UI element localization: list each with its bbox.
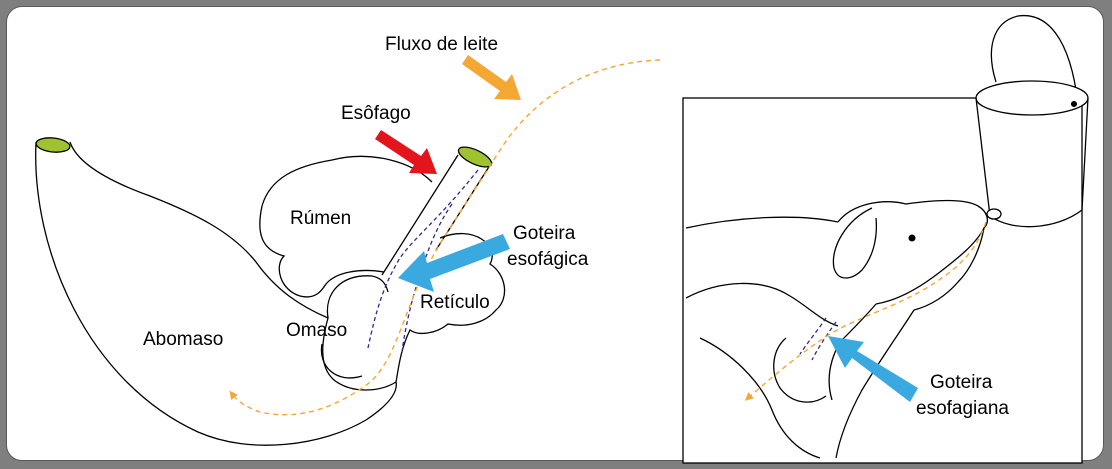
milk-flow-path [229, 59, 661, 416]
calf-groove-arrow [828, 336, 918, 402]
esophagus-arrow [375, 130, 437, 174]
calf-milk-path [744, 221, 987, 401]
bucket-nipple [986, 208, 1002, 220]
milk-flow-label: Fluxo de leite [385, 34, 498, 55]
calf-eye [908, 234, 916, 242]
esophagus-label: Esôfago [341, 103, 411, 124]
groove-label-line2: esofágica [507, 249, 589, 270]
calf-groove-label-line1: Goteira [930, 372, 993, 393]
abomasum-label: Abomaso [143, 329, 223, 350]
omasum-outline [320, 275, 389, 379]
abomasum-opening [35, 137, 71, 153]
abomasum-outline [35, 141, 397, 446]
omasum-label: Omaso [286, 320, 347, 341]
milk-bucket [975, 14, 1089, 228]
milk-flow-arrow [462, 55, 521, 100]
rumen-outline [259, 155, 433, 298]
calf-esophageal-groove [799, 317, 837, 361]
calf-groove-label-line2: esofagiana [916, 398, 1009, 419]
reticulum-label: Retículo [420, 292, 490, 313]
calf-inset-frame [682, 97, 1083, 464]
groove-label-line1: Goteira [513, 223, 576, 244]
rumen-label: Rúmen [290, 208, 351, 229]
calf-figure [685, 199, 989, 459]
esophagus-opening [457, 146, 493, 168]
groove-arrow [398, 234, 510, 292]
